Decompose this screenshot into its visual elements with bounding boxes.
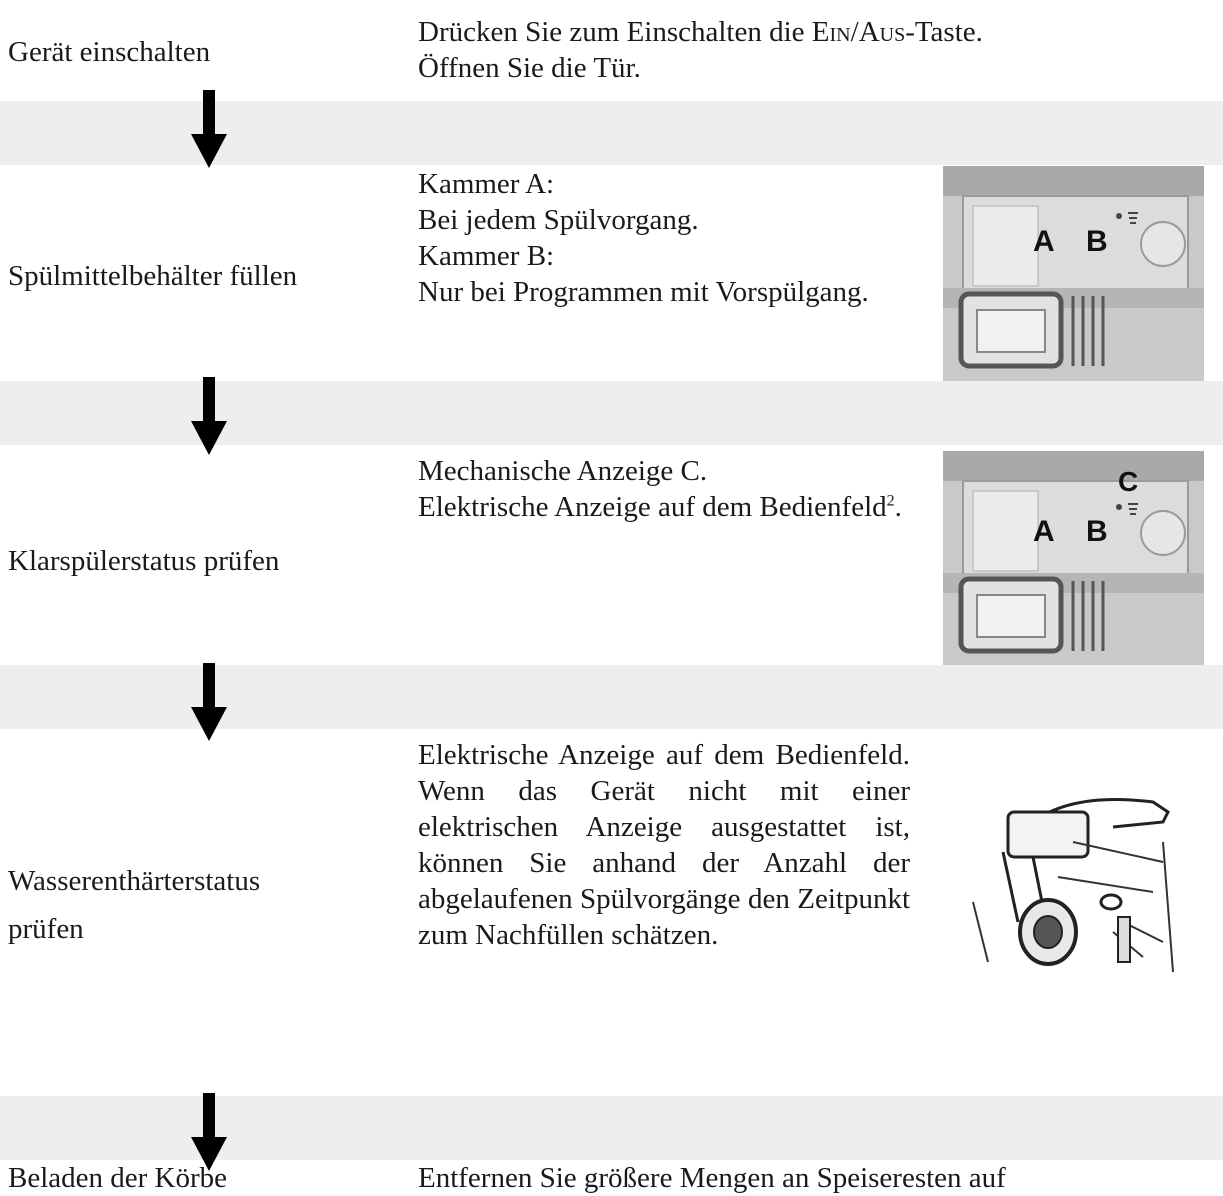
desc-text: /: [850, 16, 859, 48]
desc-text: -Taste.: [905, 16, 983, 48]
footnote-marker: 2: [886, 492, 895, 510]
step-label: Beladen der Körbe: [8, 1162, 228, 1194]
separator-band: [0, 665, 1223, 729]
desc-text: Drücken Sie zum Einschalten die: [418, 16, 812, 48]
desc-text: Kammer B:: [418, 240, 555, 272]
separator-band: [0, 101, 1223, 165]
step-description: Kammer A: Bei jedem Spülvorgang. Kammer …: [418, 166, 910, 310]
desc-text: Elektrische Anzeige auf dem Bedienfeld: [418, 491, 887, 523]
label-line: prüfen: [8, 913, 84, 945]
dispenser-label-b: B: [1086, 515, 1108, 548]
label-line: Wasserenthärterstatus: [8, 865, 261, 897]
step-label: Klarspülerstatus prüfen: [8, 545, 280, 577]
desc-text: Öffnen Sie die Tür.: [418, 52, 641, 84]
rinse-aid-indicator-image: C A B: [943, 451, 1204, 665]
separator-band: [0, 381, 1223, 445]
desc-text: Kammer A:: [418, 168, 555, 200]
desc-text: Mechanische Anzeige C.: [418, 455, 708, 487]
down-arrow-icon: [191, 90, 227, 168]
aus-key-label: Aus: [858, 16, 906, 48]
salt-refill-illustration: [963, 782, 1189, 974]
detergent-dispenser-image: A B: [943, 166, 1204, 381]
step-label: Gerät einschalten: [8, 36, 211, 68]
dispenser-label-a: A: [1033, 515, 1055, 548]
down-arrow-icon: [191, 663, 227, 741]
step-label: Wasserenthärterstatus prüfen: [8, 857, 260, 953]
desc-text: .: [894, 491, 902, 523]
step-description: Drücken Sie zum Einschalten die Ein/Aus-…: [418, 14, 1218, 86]
step-description: Entfernen Sie größere Mengen an Speisere…: [418, 1162, 1006, 1194]
separator-band: [0, 1096, 1223, 1160]
down-arrow-icon: [191, 1093, 227, 1171]
step-label: Spülmittelbehälter füllen: [8, 260, 298, 292]
dispenser-label-b: B: [1086, 225, 1108, 258]
ein-key-label: Ein: [811, 16, 851, 48]
down-arrow-icon: [191, 377, 227, 455]
dispenser-label-a: A: [1033, 225, 1055, 258]
desc-text: Bei jedem Spülvorgang.: [418, 204, 699, 236]
desc-text: Nur bei Programmen mit Vorspülgang.: [418, 276, 869, 308]
step-description: Mechanische Anzeige C. Elektrische Anzei…: [418, 453, 910, 525]
step-description: Elektrische Anzeige auf dem Bedienfeld. …: [418, 739, 910, 951]
dispenser-label-c: C: [1118, 466, 1138, 497]
